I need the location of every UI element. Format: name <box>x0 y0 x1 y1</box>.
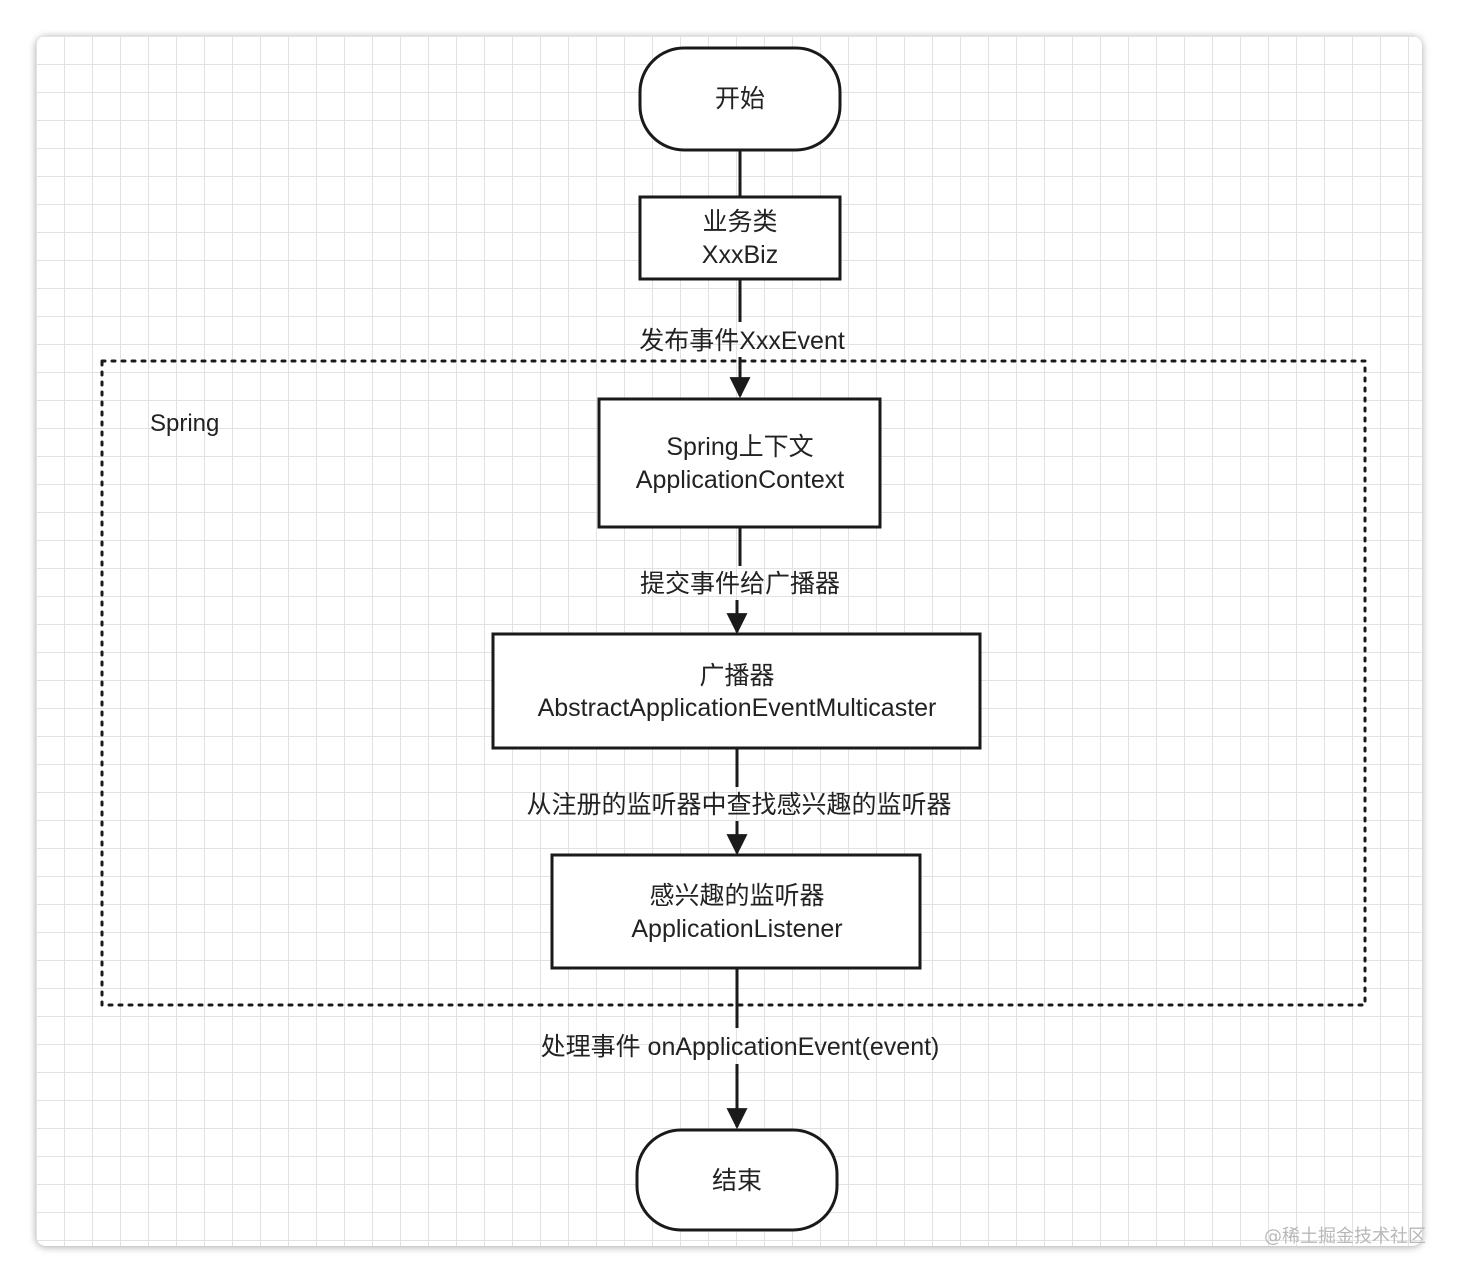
edge-label-submit: 提交事件给广播器 <box>640 570 840 598</box>
edge-label-handle: 处理事件 onApplicationEvent(event) <box>541 1033 940 1061</box>
edge-label-find: 从注册的监听器中查找感兴趣的监听器 <box>526 791 951 819</box>
start-node <box>638 46 842 152</box>
end-node-label: 结束 <box>712 1167 762 1195</box>
context-node <box>597 397 882 529</box>
edge-label-publish: 发布事件XxxEvent <box>639 327 845 355</box>
biz-node-class: XxxBiz <box>702 241 778 269</box>
multicaster-node <box>491 632 982 750</box>
listener-node <box>550 853 922 970</box>
spring-group-label: Spring <box>150 410 219 437</box>
context-node-title: Spring上下文 <box>666 433 813 461</box>
context-node-class: ApplicationContext <box>636 466 845 494</box>
listener-node-title: 感兴趣的监听器 <box>649 882 824 910</box>
multicaster-node-title: 广播器 <box>699 662 774 690</box>
watermark: @稀土掘金技术社区 <box>1264 1226 1426 1247</box>
listener-node-class: ApplicationListener <box>631 915 842 943</box>
biz-node <box>638 195 842 281</box>
end-node <box>635 1128 839 1232</box>
biz-node-title: 业务类 <box>702 208 777 236</box>
multicaster-node-class: AbstractApplicationEventMulticaster <box>538 694 937 722</box>
spring-group-border <box>100 359 1367 1007</box>
start-node-label: 开始 <box>715 85 765 113</box>
